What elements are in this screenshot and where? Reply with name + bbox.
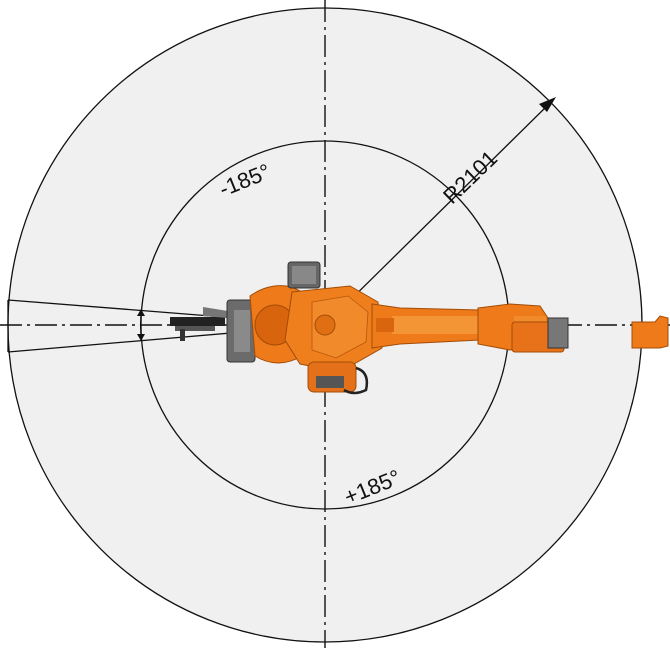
radius-dimension-line <box>324 103 550 326</box>
radius-arrowhead <box>539 97 556 112</box>
limit-arrow-lower <box>137 334 145 341</box>
robot-arm-icon <box>170 261 669 395</box>
limit-arrow-upper <box>137 309 145 316</box>
